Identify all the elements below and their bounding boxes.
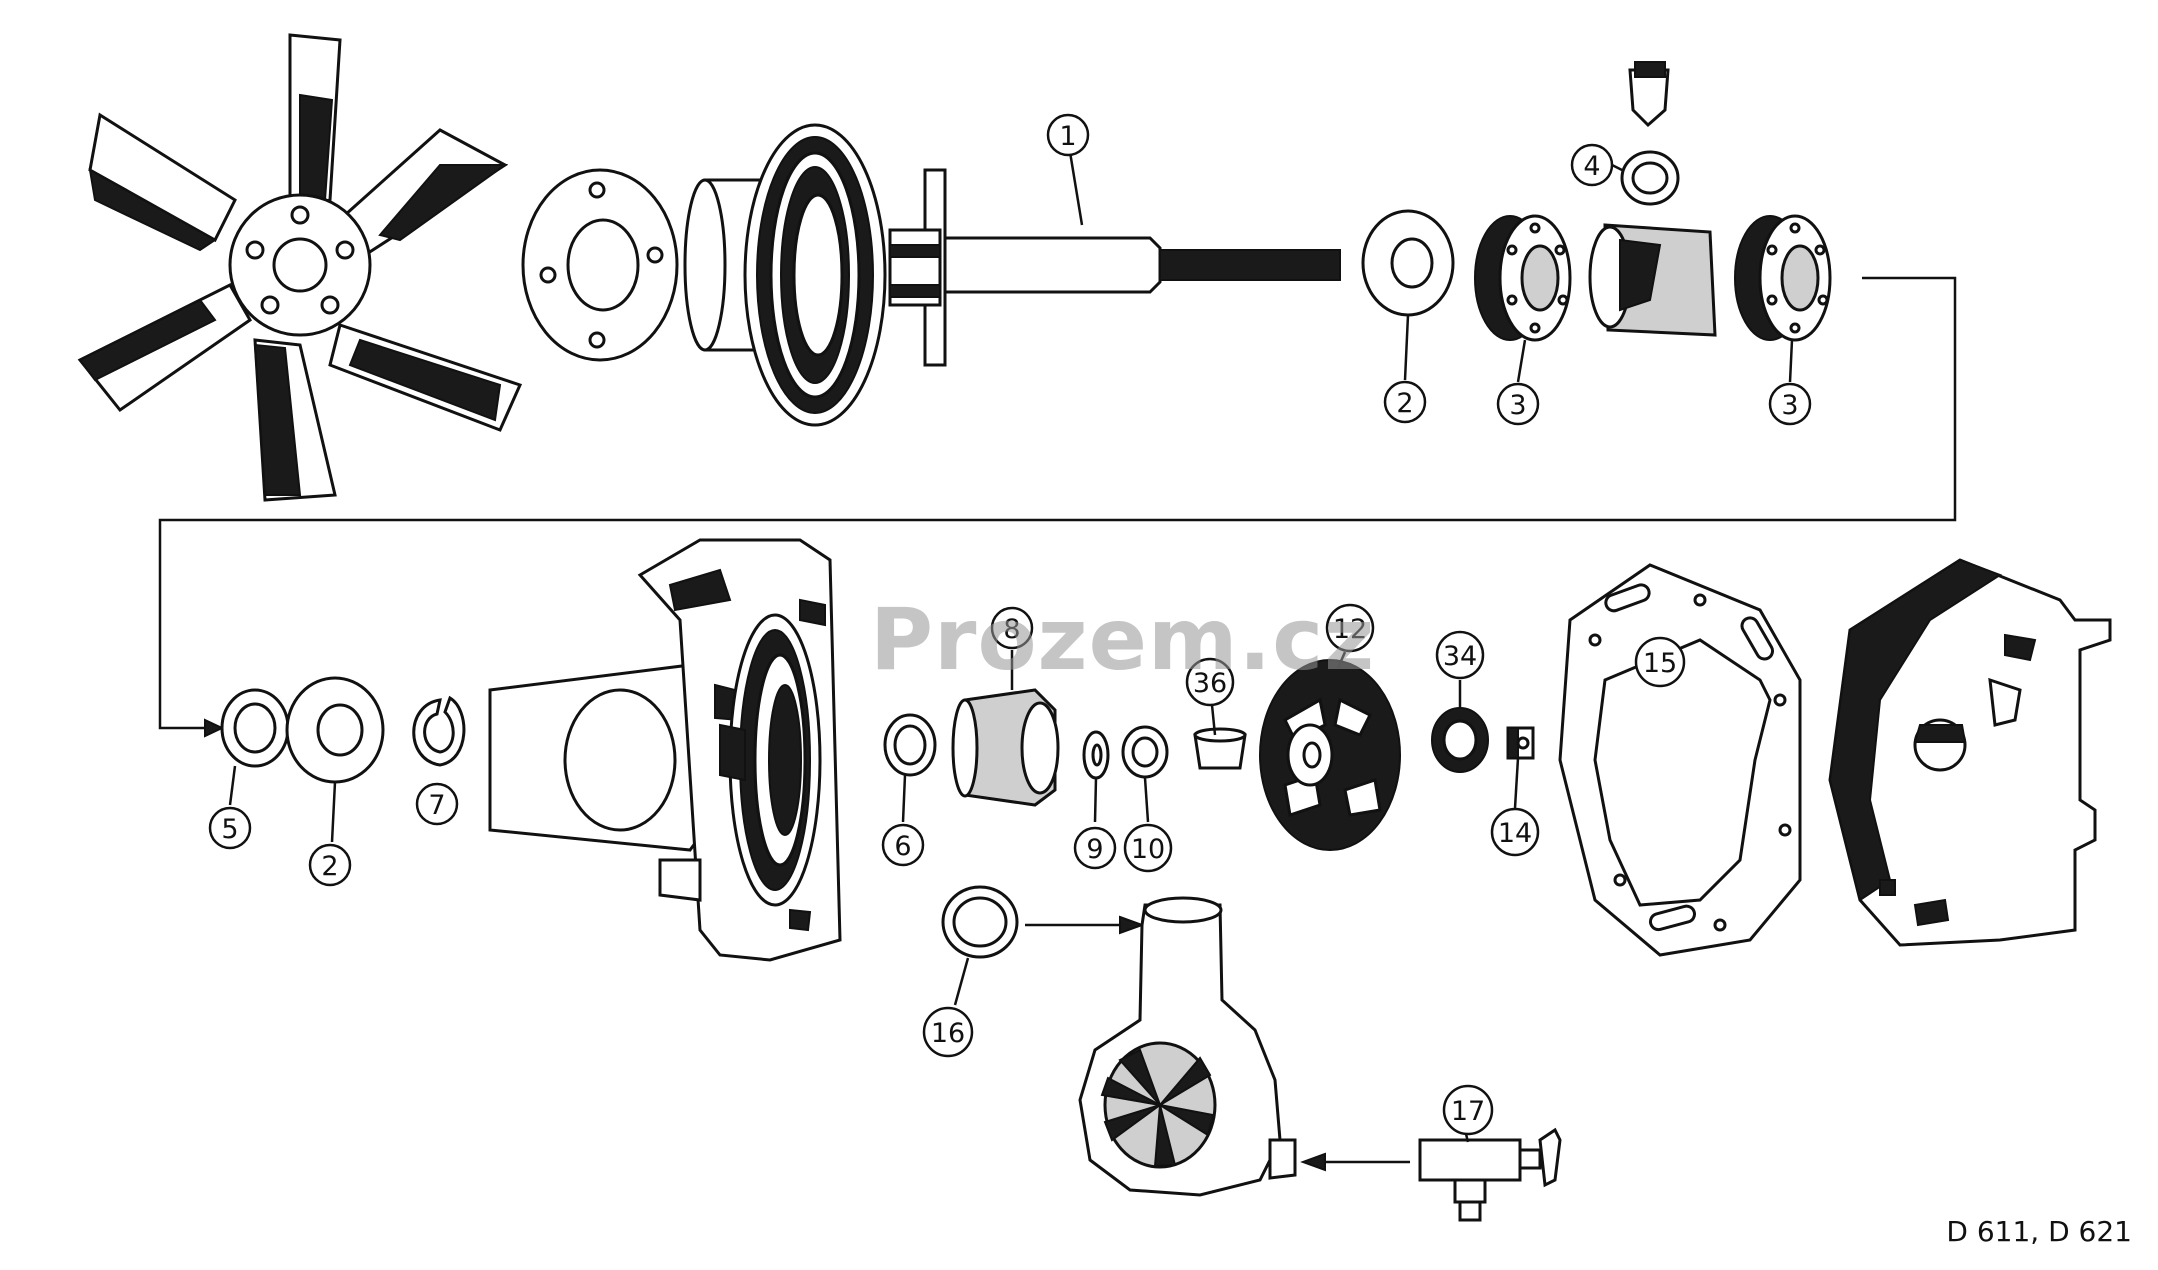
callout-5: 5: [208, 806, 252, 850]
leader-lines: [228, 151, 1794, 1143]
ring-part-6: [883, 713, 937, 777]
callout-1-label: 1: [1059, 121, 1076, 152]
row-connector-arrowhead: [204, 718, 225, 738]
callout-3-left-label: 3: [1509, 390, 1526, 421]
callout-36-label: 36: [1193, 668, 1227, 699]
pulley-part: [683, 123, 887, 427]
callout-5-label: 5: [221, 814, 238, 845]
callout-14-label: 14: [1498, 818, 1532, 849]
callout-9: 9: [1073, 826, 1117, 870]
callout-9-label: 9: [1086, 834, 1103, 865]
watermark-text: Prozem.cz: [870, 590, 1376, 690]
callout-16: 16: [922, 1006, 974, 1058]
cover-plate-part: [1828, 558, 2112, 947]
callout-1: 1: [1046, 113, 1090, 157]
callout-36: 36: [1185, 657, 1235, 707]
callout-16-label: 16: [931, 1018, 965, 1049]
callout-2-bottom-label: 2: [321, 851, 338, 882]
callout-10-label: 10: [1131, 834, 1165, 865]
callout-15-label: 15: [1643, 648, 1677, 679]
nut-part: [1506, 726, 1535, 760]
washer-part-34: [1431, 707, 1489, 773]
hub-flange-part: [521, 168, 679, 362]
callout-2-top-label: 2: [1396, 388, 1413, 419]
washer-part-10: [1121, 725, 1169, 779]
bearing-part-3-left: [1474, 214, 1572, 342]
callout-3-left: 3: [1496, 382, 1540, 426]
callout-3-right-label: 3: [1781, 390, 1798, 421]
gasket-part: [1558, 563, 1802, 957]
callout-7: 7: [415, 782, 459, 826]
callout-17-label: 17: [1451, 1096, 1485, 1127]
bearing-part-3-right: [1734, 214, 1832, 342]
callout-6-label: 6: [894, 831, 911, 862]
seal-cup-part: [951, 688, 1060, 807]
callout-34: 34: [1435, 630, 1485, 680]
callout-4-label: 4: [1583, 151, 1600, 182]
pump-housing-part: [488, 538, 842, 962]
callout-6: 6: [881, 823, 925, 867]
callout-2-top: 2: [1383, 380, 1427, 424]
washer-part-9: [1082, 730, 1110, 780]
callout-14: 14: [1490, 807, 1540, 857]
callout-17: 17: [1442, 1084, 1494, 1136]
cap-part-36: [1193, 727, 1247, 770]
callout-8: 8: [990, 606, 1034, 650]
impeller-part: [1259, 659, 1401, 851]
grease-nipple-part: [1620, 61, 1680, 206]
callout-12: 12: [1325, 603, 1375, 653]
fan-part: [77, 33, 523, 502]
callout-15: 15: [1634, 636, 1686, 688]
spacer-sleeve-part: [1588, 223, 1717, 337]
callout-34-label: 34: [1443, 641, 1477, 672]
washer-part-2-bottom: [285, 676, 385, 784]
shaft-part: [888, 168, 1341, 367]
callout-10: 10: [1123, 823, 1173, 873]
row-connector-line: [158, 276, 1957, 730]
callout-4: 4: [1570, 143, 1614, 187]
ring-part-16: [941, 885, 1019, 959]
callout-7-label: 7: [428, 790, 445, 821]
arrow-17-head: [1300, 1152, 1326, 1172]
circlip-part: [412, 695, 466, 767]
callout-8-label: 8: [1003, 614, 1020, 645]
ring-part-5: [220, 688, 290, 768]
arrow-16-head: [1119, 915, 1145, 935]
washer-part-2-top: [1361, 209, 1455, 317]
elbow-housing-part: [1078, 896, 1297, 1197]
model-caption: D 611, D 621: [1946, 1215, 2132, 1248]
callout-12-label: 12: [1333, 614, 1367, 645]
callout-3-right: 3: [1768, 382, 1812, 426]
drain-cock-part: [1300, 1127, 1562, 1222]
callout-2-bottom: 2: [308, 843, 352, 887]
